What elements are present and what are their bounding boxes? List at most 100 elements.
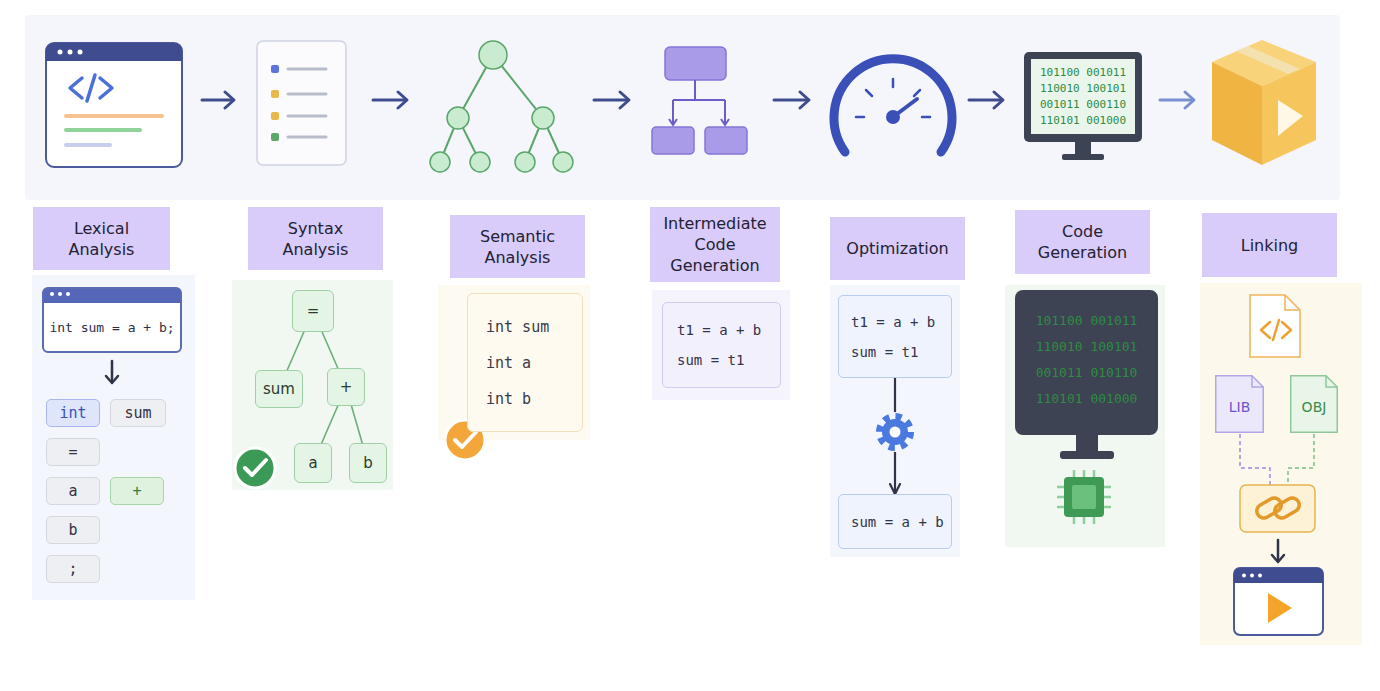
- token-list-icon: [288, 136, 326, 139]
- three-address-code: t1 = a + bsum = t1: [662, 302, 781, 388]
- flowchart-icon: [669, 119, 677, 125]
- monitor-icon: [1015, 290, 1158, 459]
- file-outline: [1291, 376, 1338, 433]
- symbol-table: int sumint aint b: [467, 293, 583, 432]
- check-badge: [235, 448, 275, 488]
- tree-branch: [352, 406, 363, 443]
- package-icon: [1262, 62, 1316, 165]
- source-file-icon: [58, 50, 63, 55]
- linker-chain-icon: [1240, 485, 1315, 532]
- cpu-chip-icon: [1064, 477, 1104, 517]
- parse-tree-icon: [430, 41, 573, 172]
- node-text: 101100 001011 110010 100101 001011 00011…: [1035, 65, 1131, 129]
- node-text: int sum = a + b;: [49, 320, 174, 335]
- source-file-icon: [100, 78, 112, 98]
- monitor-icon: [1031, 59, 1135, 134]
- optimizer-gear: [875, 412, 915, 452]
- source-file-icon: [1285, 295, 1300, 310]
- node-text: b: [68, 521, 77, 539]
- parse-tree-icon: [479, 41, 507, 69]
- linker-chain-icon: [1240, 485, 1315, 532]
- node-text: ;: [68, 560, 77, 578]
- token-list-icon: [257, 41, 346, 165]
- monitor-icon: [1024, 52, 1142, 160]
- down-arrow: [1272, 540, 1284, 562]
- flowchart-icon: [669, 80, 729, 125]
- syntax-tree-node: +: [327, 368, 365, 406]
- phase-label: Code Generation: [1015, 210, 1150, 274]
- parse-tree-icon: [470, 152, 490, 172]
- node-text: sum = t1: [851, 337, 918, 367]
- flow-arrow: [620, 92, 629, 108]
- file-outline: [1216, 376, 1264, 433]
- node-text: =: [307, 302, 320, 320]
- flowchart-icon: [721, 119, 729, 125]
- dashed-link-line: [1240, 434, 1270, 485]
- token: +: [110, 477, 164, 505]
- flow-arrow: [1185, 92, 1194, 108]
- phase-label: Lexical Analysis: [33, 207, 170, 270]
- flow-arrow: [994, 92, 1003, 108]
- cpu-chip-icon: [1072, 485, 1096, 509]
- detail-panel: [32, 275, 195, 600]
- source-file-icon: [1273, 320, 1279, 340]
- source-file-icon: [1250, 295, 1300, 357]
- flow-arrow: [225, 92, 234, 108]
- source-file-icon: [1282, 322, 1291, 338]
- speed-gauge-icon: [886, 110, 900, 124]
- source-file-icon: [1250, 295, 1300, 357]
- monitor-icon: [1015, 290, 1158, 435]
- package-icon: [1236, 46, 1300, 74]
- flow-arrow: [969, 99, 1002, 102]
- executable-window-icon: [1268, 593, 1292, 623]
- node-text: +: [132, 482, 141, 500]
- token: ;: [46, 555, 100, 583]
- detail-panel: [232, 280, 393, 490]
- node-text: +: [340, 378, 353, 396]
- dashed-link-line: [1240, 434, 1314, 485]
- token-list-icon: [271, 133, 279, 141]
- node-text: Code Generation: [1021, 221, 1144, 263]
- check-badge: [235, 448, 275, 488]
- node-text: 101100 001011 110010 100101 001011 01011…: [1032, 308, 1141, 412]
- flowchart-icon: [705, 127, 747, 154]
- tree-branch: [322, 406, 338, 443]
- detail-panel: [652, 290, 790, 400]
- node-text: a: [308, 454, 317, 472]
- token: a: [46, 477, 100, 505]
- syntax-tree-node: sum: [255, 370, 303, 408]
- optimizer-gear: [880, 417, 910, 447]
- speed-gauge-icon: [892, 79, 895, 87]
- token: int: [46, 399, 100, 427]
- token-list-icon: [271, 65, 279, 73]
- speed-gauge-icon: [922, 116, 930, 119]
- package-icon: [1278, 100, 1303, 136]
- syntax-tree-node: b: [349, 443, 387, 483]
- flowchart-icon: [673, 99, 725, 101]
- parse-tree-icon: [430, 41, 573, 172]
- down-arrow: [106, 376, 118, 383]
- flowchart-icon: [652, 47, 747, 154]
- optimizer-gear: [875, 412, 915, 452]
- executable-window-icon: [1234, 568, 1323, 635]
- node-text: Optimization: [846, 238, 948, 259]
- speed-gauge-icon: [866, 90, 872, 96]
- flow-arrow: [594, 99, 628, 102]
- parse-tree-icon: [553, 152, 573, 172]
- flow-arrow: [202, 99, 233, 102]
- executable-window-icon: [1234, 568, 1323, 635]
- tree-branch: [287, 332, 304, 370]
- phase-label: Linking: [1202, 213, 1337, 277]
- phase-label: Intermediate Code Generation: [650, 207, 780, 282]
- executable-window-icon: [1234, 576, 1323, 583]
- executable-window-icon: [1242, 574, 1246, 578]
- detail-panel: [1005, 285, 1165, 547]
- source-file-icon: [46, 53, 182, 61]
- monitor-icon: [1062, 154, 1104, 160]
- token-list-icon: [271, 112, 279, 120]
- source-file-icon: [87, 75, 95, 101]
- down-arrow: [1277, 540, 1280, 561]
- source-file-icon: [68, 50, 73, 55]
- flowchart-icon: [652, 127, 694, 154]
